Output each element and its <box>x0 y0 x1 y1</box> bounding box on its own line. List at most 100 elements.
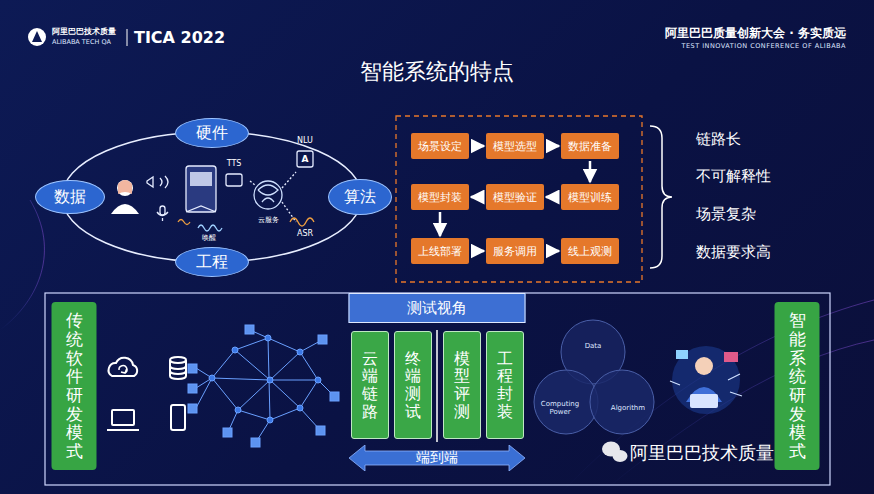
network-node <box>265 335 271 341</box>
cloud-service-swirl <box>258 185 278 202</box>
double-arrow-shape <box>349 445 525 471</box>
network-square <box>316 426 325 435</box>
node-text: 数据 <box>54 187 86 208</box>
node-text: 算法 <box>344 187 376 208</box>
process-box: 服务调用 <box>486 238 544 264</box>
node-text: 模型验证 <box>493 190 537 205</box>
network-graph <box>188 325 339 447</box>
feature-text: 场景复杂 <box>696 205 756 224</box>
illustration-label: ASR <box>297 229 313 238</box>
process-box: 场景设定 <box>411 133 469 159</box>
network-square <box>188 384 197 393</box>
panel <box>724 352 738 362</box>
traditional-icons <box>107 357 186 430</box>
test-box: 终端测试 <box>394 331 432 439</box>
venn-circle: Algorithm <box>603 393 653 423</box>
node-text: 服务调用 <box>493 244 537 259</box>
test-box: 模型评测 <box>443 331 481 439</box>
test-box: 云端链路 <box>351 331 389 439</box>
double-arrow-band: 端到端 <box>349 445 525 471</box>
node-text: 智能系统研发模式 <box>789 311 806 461</box>
flow-arrow <box>546 196 559 199</box>
node-text: 工程封装 <box>497 350 513 420</box>
node-text: 模型封装 <box>418 190 462 205</box>
process-box: 上线部署 <box>411 238 469 264</box>
curly-bracket <box>650 126 672 268</box>
node-text: 测试视角 <box>407 299 467 318</box>
network-links <box>196 330 334 442</box>
header-text: ALIBABA TECH QA <box>52 38 111 46</box>
header-text: TEST INNOVATION CONFERENCE OF ALIBABA <box>681 42 846 50</box>
network-node <box>267 417 273 423</box>
rays <box>670 374 742 396</box>
halo <box>672 346 740 414</box>
ring-ellipse <box>62 132 362 262</box>
venn-circle: Data <box>568 331 618 361</box>
wechat-bubble <box>613 450 628 462</box>
header-text: TICA 2022 <box>134 28 225 47</box>
voice-illustration <box>111 151 314 231</box>
network-node <box>267 377 273 383</box>
mic-stand <box>157 212 168 221</box>
person-head <box>117 180 133 196</box>
flow-arrow <box>546 145 559 148</box>
panel <box>676 350 688 359</box>
person-body <box>111 204 139 214</box>
header-text: 阿里巴巴技术质量 <box>52 26 116 37</box>
network-node <box>232 347 238 353</box>
node-text: 模型评测 <box>454 350 470 420</box>
node-text: 上线部署 <box>418 244 462 259</box>
decor-curve <box>0 200 44 330</box>
flow-arrow <box>471 145 484 148</box>
network-square <box>245 325 254 334</box>
ellipse-node: 数据 <box>35 180 105 214</box>
network-square <box>318 335 327 344</box>
cloud-icon <box>109 358 138 376</box>
bottom-frame <box>45 293 830 485</box>
phone-icon <box>171 405 185 430</box>
audio-wave <box>178 220 190 225</box>
flow-arrow <box>589 161 592 182</box>
illustration-label: 云服务 <box>258 215 279 225</box>
header-divider <box>127 29 128 46</box>
illustration-label: TTS <box>227 159 242 168</box>
ellipse-node: 工程 <box>175 247 249 277</box>
network-square <box>330 392 339 401</box>
process-box: 模型训练 <box>561 184 619 210</box>
database-icon <box>170 360 186 379</box>
process-box: 模型选型 <box>486 133 544 159</box>
wechat-icon <box>602 442 628 463</box>
mode-box: 智能系统研发模式 <box>775 302 820 470</box>
network-node <box>297 349 303 355</box>
mode-box: 传统软件研发模式 <box>52 302 97 470</box>
speaker-icon <box>147 177 153 187</box>
laptop <box>690 394 718 408</box>
network-node <box>297 405 303 411</box>
node-text: 模型选型 <box>493 139 537 154</box>
ellipse-node: 硬件 <box>175 118 249 148</box>
node-text: 云端链路 <box>362 350 378 420</box>
network-node <box>315 377 321 383</box>
cloud-service-swirl <box>254 181 282 209</box>
flow-line <box>282 172 296 188</box>
nlu-box <box>297 151 313 167</box>
flow-line <box>250 181 256 186</box>
divider-line <box>436 330 438 442</box>
venn-circle <box>534 370 598 434</box>
node-text: 数据准备 <box>568 139 612 154</box>
slide-title: 智能系统的特点 <box>360 57 514 87</box>
test-box: 工程封装 <box>486 331 524 439</box>
node-text: Algorithm <box>611 404 645 412</box>
process-box: 模型封装 <box>411 184 469 210</box>
process-box: 数据准备 <box>561 133 619 159</box>
node-text: 线上观测 <box>568 244 612 259</box>
ellipse-node: 算法 <box>328 179 392 215</box>
header-text: 阿里巴巴质量创新大会 · 务实质远 <box>665 25 846 42</box>
network-node <box>235 407 241 413</box>
venn-circles <box>534 320 654 434</box>
flow-arrow <box>471 250 484 253</box>
node-text: 端到端 <box>416 449 458 467</box>
asr-wave <box>290 218 314 226</box>
network-square <box>223 428 232 437</box>
device-screen <box>190 172 212 186</box>
